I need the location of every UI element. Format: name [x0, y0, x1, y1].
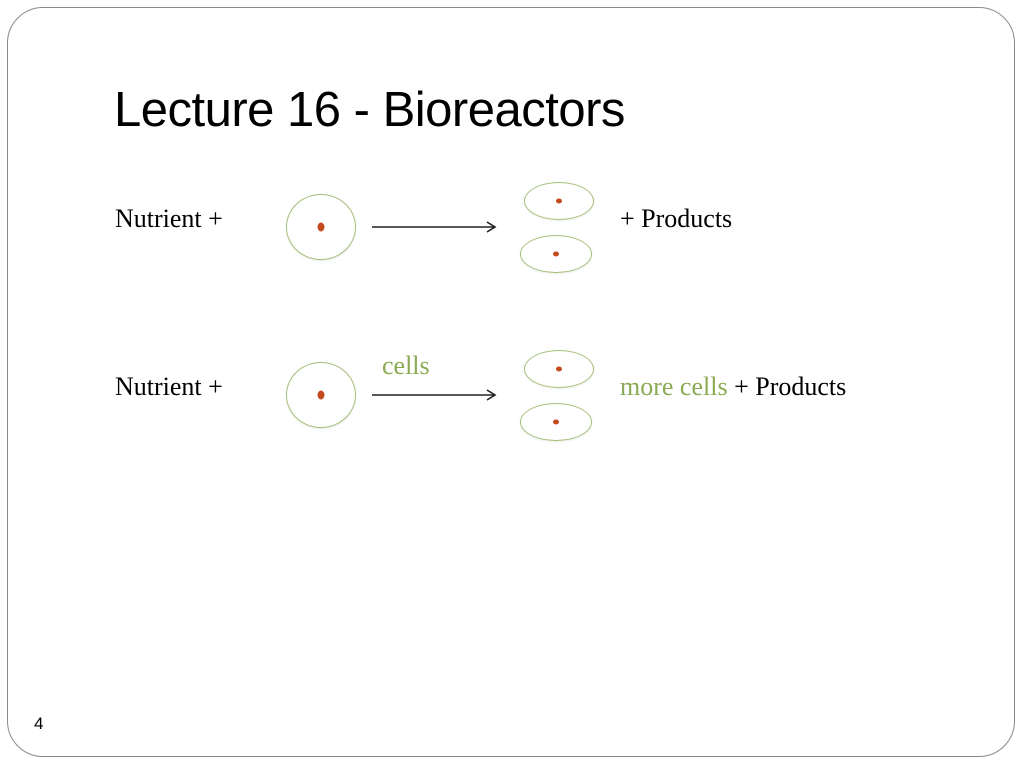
page-number: 4 — [34, 714, 44, 733]
arrow-label: cells — [382, 351, 430, 380]
equation-1-left-text: Nutrient + — [115, 204, 223, 233]
products-text: + Products — [727, 372, 847, 401]
equation-2-left-text: Nutrient + — [115, 372, 223, 401]
daughter-cell-icon — [524, 350, 594, 388]
nucleus-icon — [553, 251, 559, 257]
nucleus-icon — [553, 419, 559, 425]
daughter-cell-icon — [520, 403, 592, 441]
slide-frame — [7, 7, 1015, 757]
daughter-cell-icon — [524, 182, 594, 220]
slide-title: Lecture 16 - Bioreactors — [114, 83, 625, 137]
daughter-cell-icon — [520, 235, 592, 273]
nucleus-icon — [556, 366, 562, 372]
parent-cell-icon — [286, 362, 356, 428]
nucleus-icon — [317, 222, 325, 232]
nucleus-icon — [556, 198, 562, 204]
equation-1-right-text: + Products — [620, 204, 733, 233]
nucleus-icon — [317, 390, 325, 400]
reaction-arrow-icon — [372, 221, 497, 233]
equation-2-right-text: more cells + Products — [620, 374, 846, 400]
reaction-arrow-icon — [372, 389, 497, 401]
parent-cell-icon — [286, 194, 356, 260]
more-cells-highlight: more cells — [620, 372, 728, 401]
